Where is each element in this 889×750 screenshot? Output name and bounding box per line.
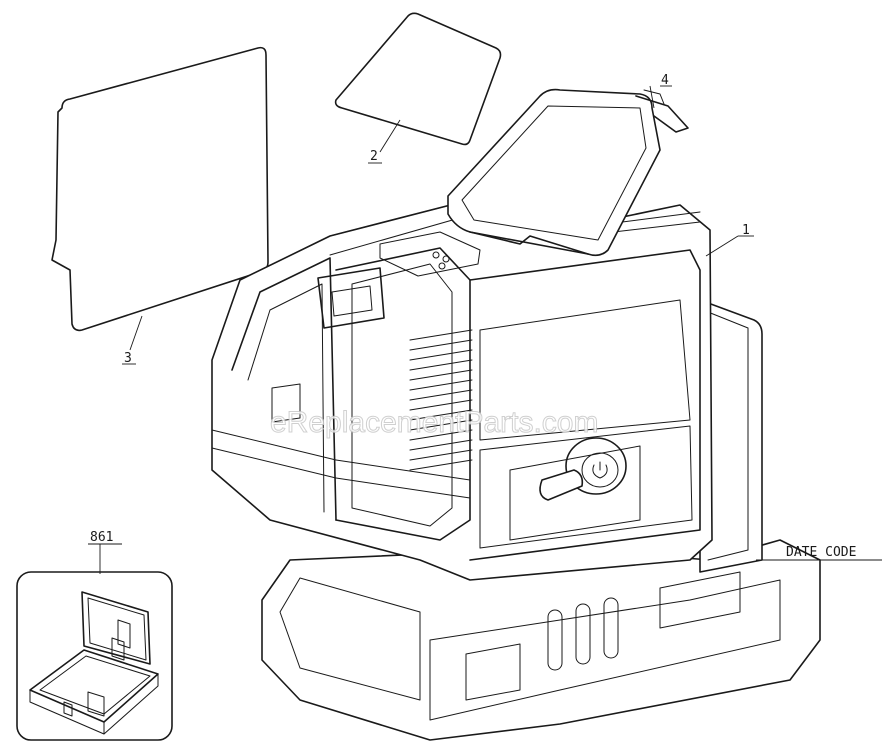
watermark: eReplacementParts.com <box>270 406 598 439</box>
leader-part-2 <box>379 119 401 153</box>
callout-part-1: 1 <box>742 223 750 238</box>
carrying-case-part-861 <box>16 571 173 741</box>
callout-part-2: 2 <box>370 149 378 164</box>
leader-part-1 <box>705 235 739 257</box>
leader-part-4 <box>649 85 655 109</box>
label-sheet-part-2 <box>334 12 502 146</box>
leader-part-3 <box>129 315 143 351</box>
battery-door-part-4 <box>447 88 689 257</box>
callout-part-861: 861 <box>90 530 113 545</box>
leader-lines <box>99 85 882 574</box>
label-sheet-part-3 <box>51 46 269 332</box>
laser-tool-part-1 <box>211 199 821 741</box>
callout-part-4: 4 <box>661 73 669 88</box>
callout-date-code: DATE CODE <box>786 545 856 560</box>
callout-part-3: 3 <box>124 351 132 366</box>
